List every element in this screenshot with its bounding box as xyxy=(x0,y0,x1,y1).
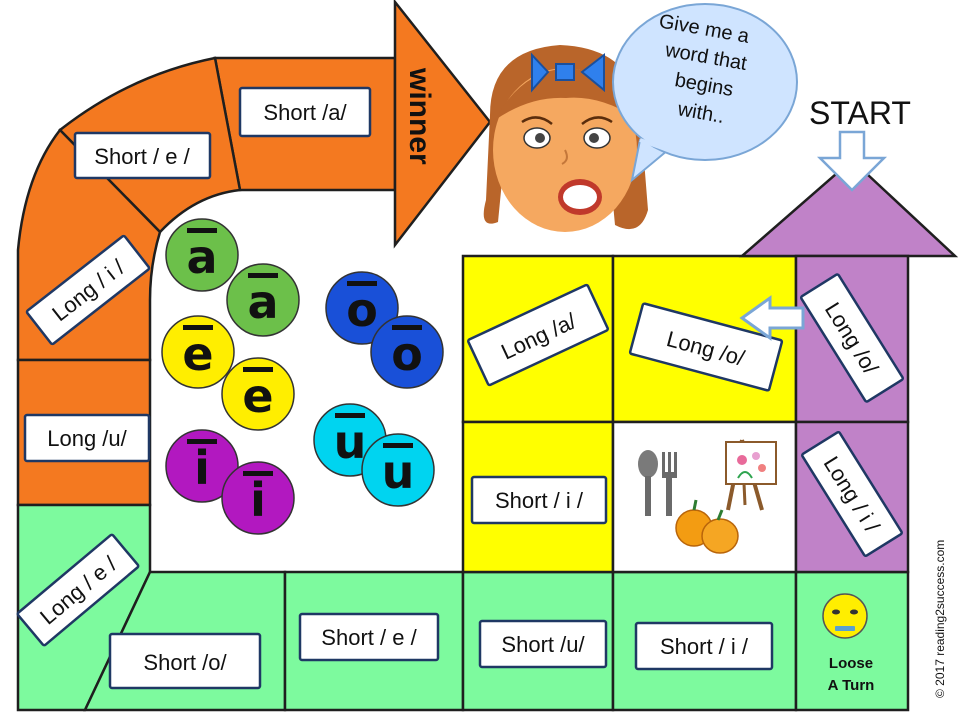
sad-face-icon xyxy=(822,593,868,639)
svg-text:Short /a/: Short /a/ xyxy=(263,100,347,125)
token-letter: i xyxy=(250,473,266,527)
token-letter: i xyxy=(194,441,210,495)
label-short-o-bottom: Short /o/ xyxy=(108,632,262,690)
winner-arrow[interactable] xyxy=(393,0,492,249)
svg-text:Short / e /: Short / e / xyxy=(321,625,417,650)
label-short-a-top: Short /a/ xyxy=(238,86,372,138)
label-long-o-yellow: Long /o/ xyxy=(628,302,784,392)
winner-label: winner xyxy=(403,67,436,165)
lose-turn-line1: Loose xyxy=(829,655,873,672)
label-short-e-bottom: Short / e / xyxy=(298,612,440,662)
label-short-u-bottom: Short /u/ xyxy=(478,619,608,669)
girl-face-icon xyxy=(483,45,648,232)
token-i-1[interactable]: i xyxy=(165,429,239,503)
start-arrow-icon xyxy=(816,130,888,192)
fork-spoon-icon xyxy=(638,450,677,516)
label-short-e-top: Short / e / xyxy=(73,131,212,180)
token-letter: u xyxy=(382,445,415,499)
svg-text:Long /u/: Long /u/ xyxy=(47,426,127,451)
pumpkin-icon xyxy=(675,499,739,554)
easel-icon xyxy=(725,439,777,511)
middle-track xyxy=(461,254,798,574)
token-letter: u xyxy=(334,415,367,469)
token-o-2[interactable]: o xyxy=(370,315,444,389)
orange-track xyxy=(16,0,492,507)
token-letter: e xyxy=(182,327,213,381)
token-letter: a xyxy=(247,275,278,329)
copyright-text: © 2017 reading2success.com xyxy=(933,540,947,698)
token-a-1[interactable]: a xyxy=(165,218,239,292)
label-long-i-purple: Long / i / xyxy=(801,430,903,558)
token-letter: e xyxy=(242,369,273,423)
svg-text:Short /u/: Short /u/ xyxy=(501,632,585,657)
token-letter: o xyxy=(346,283,378,337)
direction-arrow-icon xyxy=(739,295,805,341)
token-i-2[interactable]: i xyxy=(221,461,295,535)
svg-text:Short / i /: Short / i / xyxy=(660,634,749,659)
token-e-2[interactable]: e xyxy=(221,357,295,431)
svg-text:Short / e /: Short / e / xyxy=(94,144,190,169)
speech-bubble xyxy=(612,3,798,183)
start-label: START xyxy=(809,95,911,131)
token-e-1[interactable]: e xyxy=(161,315,235,389)
label-short-i-yellow: Short / i / xyxy=(470,475,608,525)
svg-text:Short / i /: Short / i / xyxy=(495,488,584,513)
svg-text:Short /o/: Short /o/ xyxy=(143,650,227,675)
token-o-1[interactable]: o xyxy=(325,271,399,345)
label-long-u-left: Long /u/ xyxy=(23,413,151,463)
token-letter: o xyxy=(391,327,423,381)
token-letter: a xyxy=(186,230,217,284)
label-short-i-bottom: Short / i / xyxy=(634,621,774,671)
token-a-2[interactable]: a xyxy=(226,263,300,337)
token-u-2[interactable]: u xyxy=(361,433,435,507)
lose-turn-line2: A Turn xyxy=(828,677,875,694)
